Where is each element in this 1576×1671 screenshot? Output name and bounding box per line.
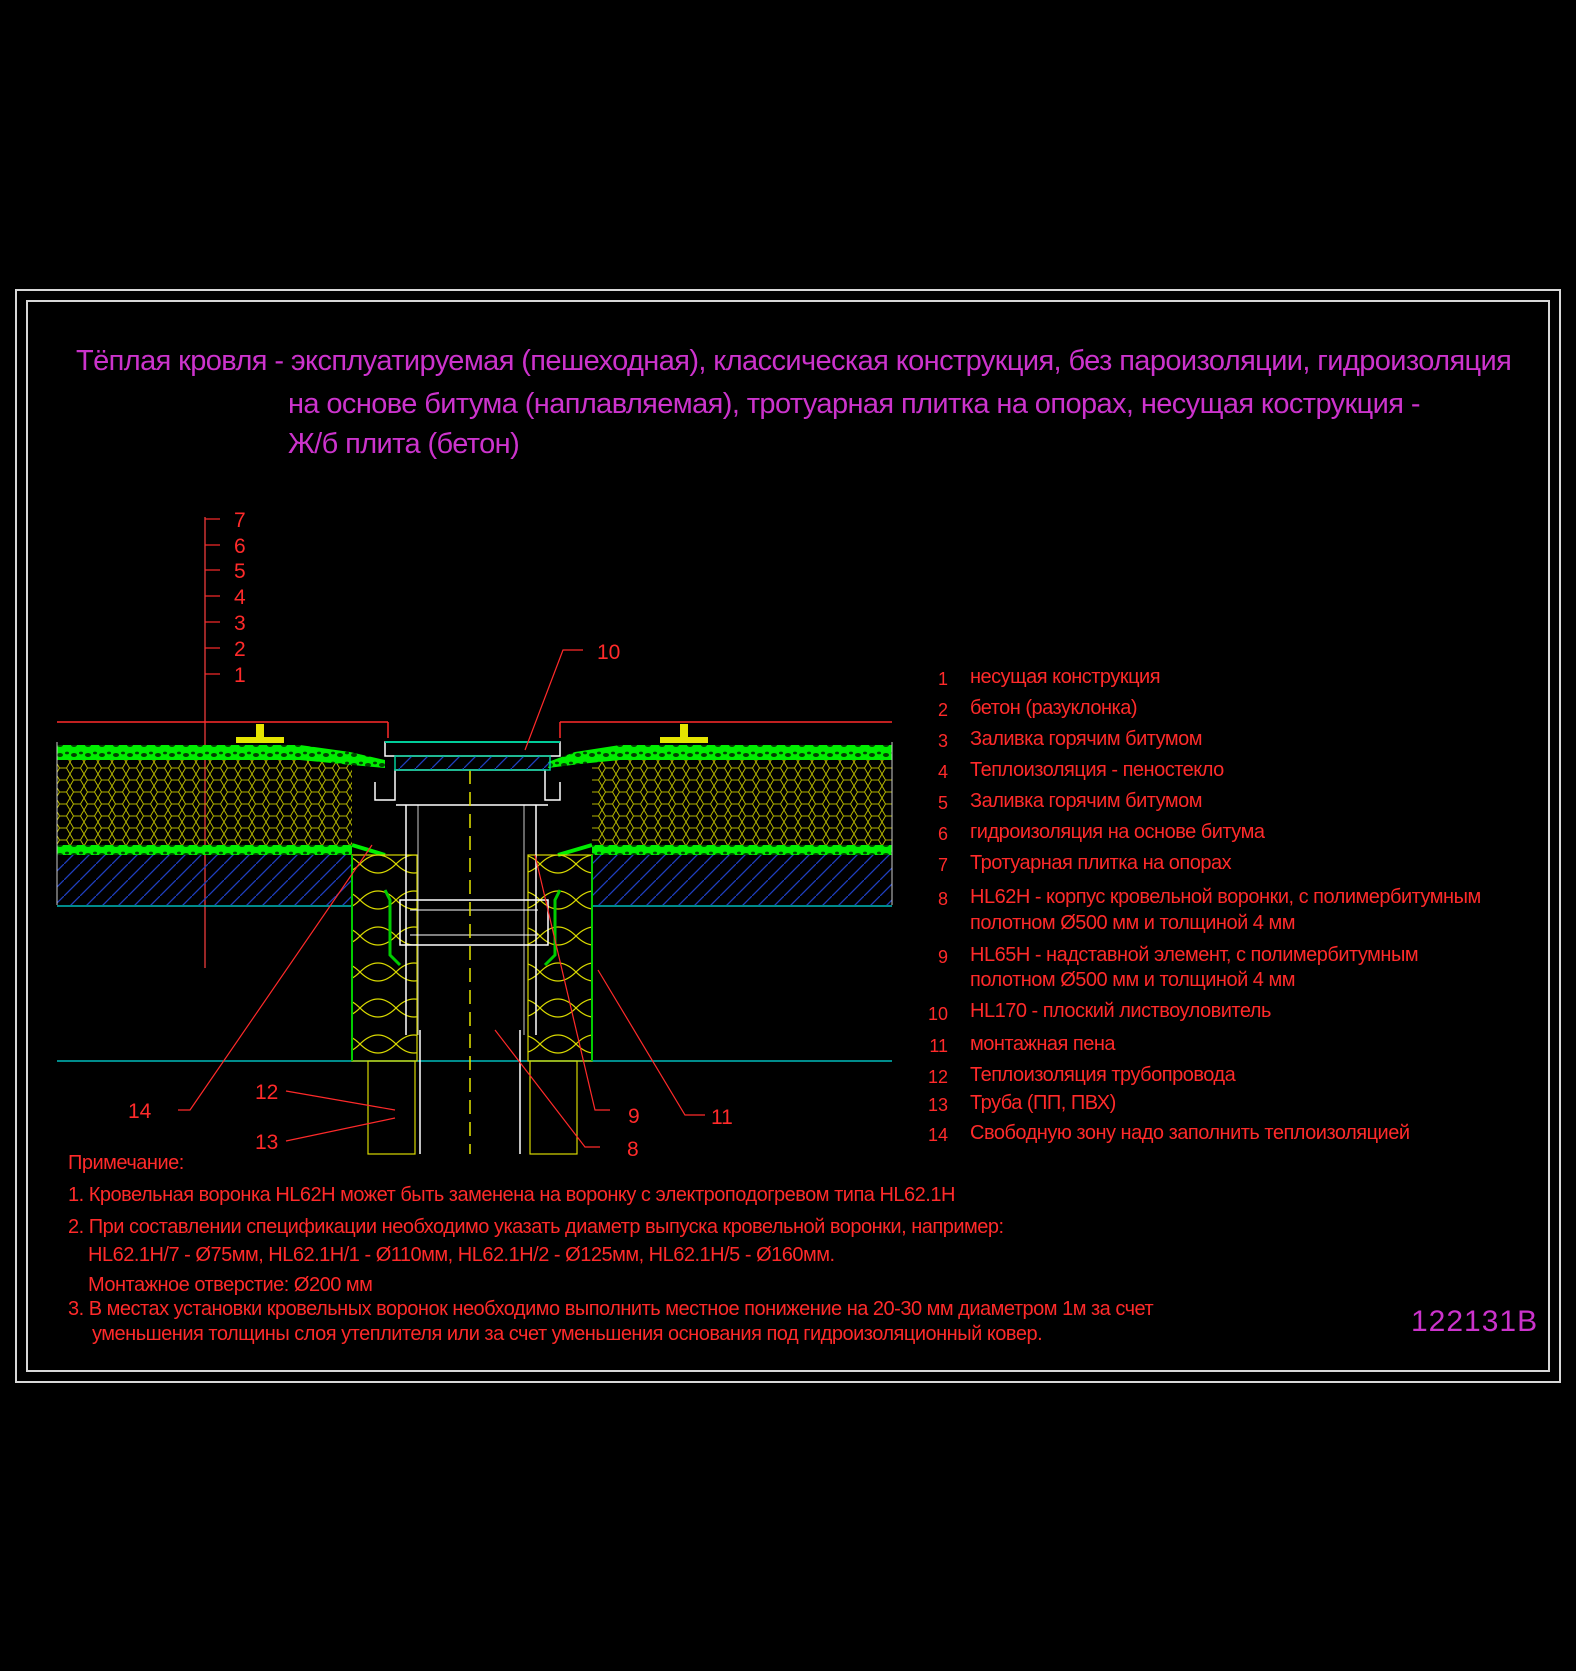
legend-num: 2 <box>937 700 948 720</box>
legend-text: Теплоизоляция трубопровода <box>970 1064 1236 1086</box>
callout-14: 14 <box>128 1100 152 1123</box>
bitumen-layers <box>57 745 892 857</box>
layer-marker-ticks <box>205 518 220 675</box>
legend-text: бетон (разуклонка) <box>970 697 1138 719</box>
legend-text: несущая конструкция <box>970 666 1161 688</box>
note-2-examples: HL62.1H/7 - Ø75мм, HL62.1H/1 - Ø110мм, H… <box>88 1244 835 1266</box>
legend-num: 5 <box>937 793 948 813</box>
callout-numbers: 10 14 12 13 9 11 8 <box>128 641 733 1161</box>
note-3-cont: уменьшения толщины слоя утеплителя или з… <box>92 1323 1043 1345</box>
legend-num: 6 <box>937 824 948 844</box>
legend-num: 10 <box>928 1004 949 1024</box>
note-3: 3. В местах установки кровельных воронок… <box>68 1298 1154 1320</box>
legend-text-cont: полотном Ø500 мм и толщиной 4 мм <box>970 912 1296 934</box>
layer-marker-6: 6 <box>234 535 246 558</box>
legend-num: 3 <box>937 731 948 751</box>
legend-num: 11 <box>929 1036 948 1056</box>
title-line-1: Тёплая кровля - эксплуатируемая (пешеход… <box>76 345 1512 377</box>
legend-text: Теплоизоляция - пеностекло <box>970 759 1224 781</box>
callout-8: 8 <box>627 1138 639 1161</box>
note-1: 1. Кровельная воронка HL62H может быть з… <box>68 1184 955 1206</box>
callout-12: 12 <box>255 1081 278 1104</box>
legend-num: 4 <box>937 762 948 782</box>
layer-marker-1: 1 <box>234 664 246 687</box>
legend-num: 13 <box>928 1095 949 1115</box>
title-line-2: на основе битума (наплавляемая), тротуар… <box>288 388 1420 420</box>
leaf-guard <box>384 741 561 771</box>
notes-heading: Примечание: <box>68 1152 184 1174</box>
title-line-3: Ж/б плита (бетон) <box>288 428 520 460</box>
concrete-slab <box>57 855 892 1062</box>
legend-text-cont: полотном Ø500 мм и толщиной 4 мм <box>970 969 1296 991</box>
legend-num: 14 <box>928 1125 949 1145</box>
legend-text: HL170 - плоский листвоуловитель <box>970 1000 1271 1022</box>
legend-num: 9 <box>937 947 948 967</box>
callout-13: 13 <box>255 1131 278 1154</box>
legend-num: 1 <box>937 669 948 689</box>
legend-text: Труба (ПП, ПВХ) <box>970 1092 1116 1114</box>
layer-marker-5: 5 <box>234 560 246 583</box>
callout-11: 11 <box>711 1106 733 1129</box>
callout-leaders <box>178 649 705 1148</box>
callout-9: 9 <box>628 1105 640 1128</box>
layer-marker-3: 3 <box>234 612 246 635</box>
foam-glass-insulation <box>57 755 892 847</box>
legend-text: гидроизоляция на основе битума <box>970 821 1265 843</box>
drawing-code: 122131B <box>1411 1305 1539 1338</box>
callout-10: 10 <box>597 641 620 664</box>
drawing-frame-inner <box>26 300 1550 1372</box>
legend-text: Тротуарная плитка на опорах <box>970 852 1232 874</box>
layer-marker-7: 7 <box>234 509 246 532</box>
pavement-tiles <box>56 721 893 905</box>
legend-text: HL62H - корпус кровельной воронки, с пол… <box>970 886 1481 908</box>
legend-text: монтажная пена <box>970 1033 1116 1055</box>
legend-text: Свободную зону надо заполнить теплоизоля… <box>970 1122 1410 1144</box>
legend-num: 7 <box>937 855 948 875</box>
note-2: 2. При составлении спецификации необходи… <box>68 1216 1004 1238</box>
layer-marker-2: 2 <box>234 638 246 661</box>
legend-num: 8 <box>937 889 948 909</box>
legend-text: Заливка горячим битумом <box>970 728 1203 750</box>
layer-marker-4: 4 <box>234 586 246 609</box>
drawing-frame-outer <box>15 289 1561 1383</box>
legend-num: 12 <box>928 1067 949 1087</box>
legend-text: HL65H - надставной элемент, с полимербит… <box>970 944 1419 966</box>
layer-marker-labels: 7 6 5 4 3 2 1 <box>234 509 246 687</box>
note-2-hole: Монтажное отверстие: Ø200 мм <box>88 1274 373 1296</box>
legend-text: Заливка горячим битумом <box>970 790 1203 812</box>
